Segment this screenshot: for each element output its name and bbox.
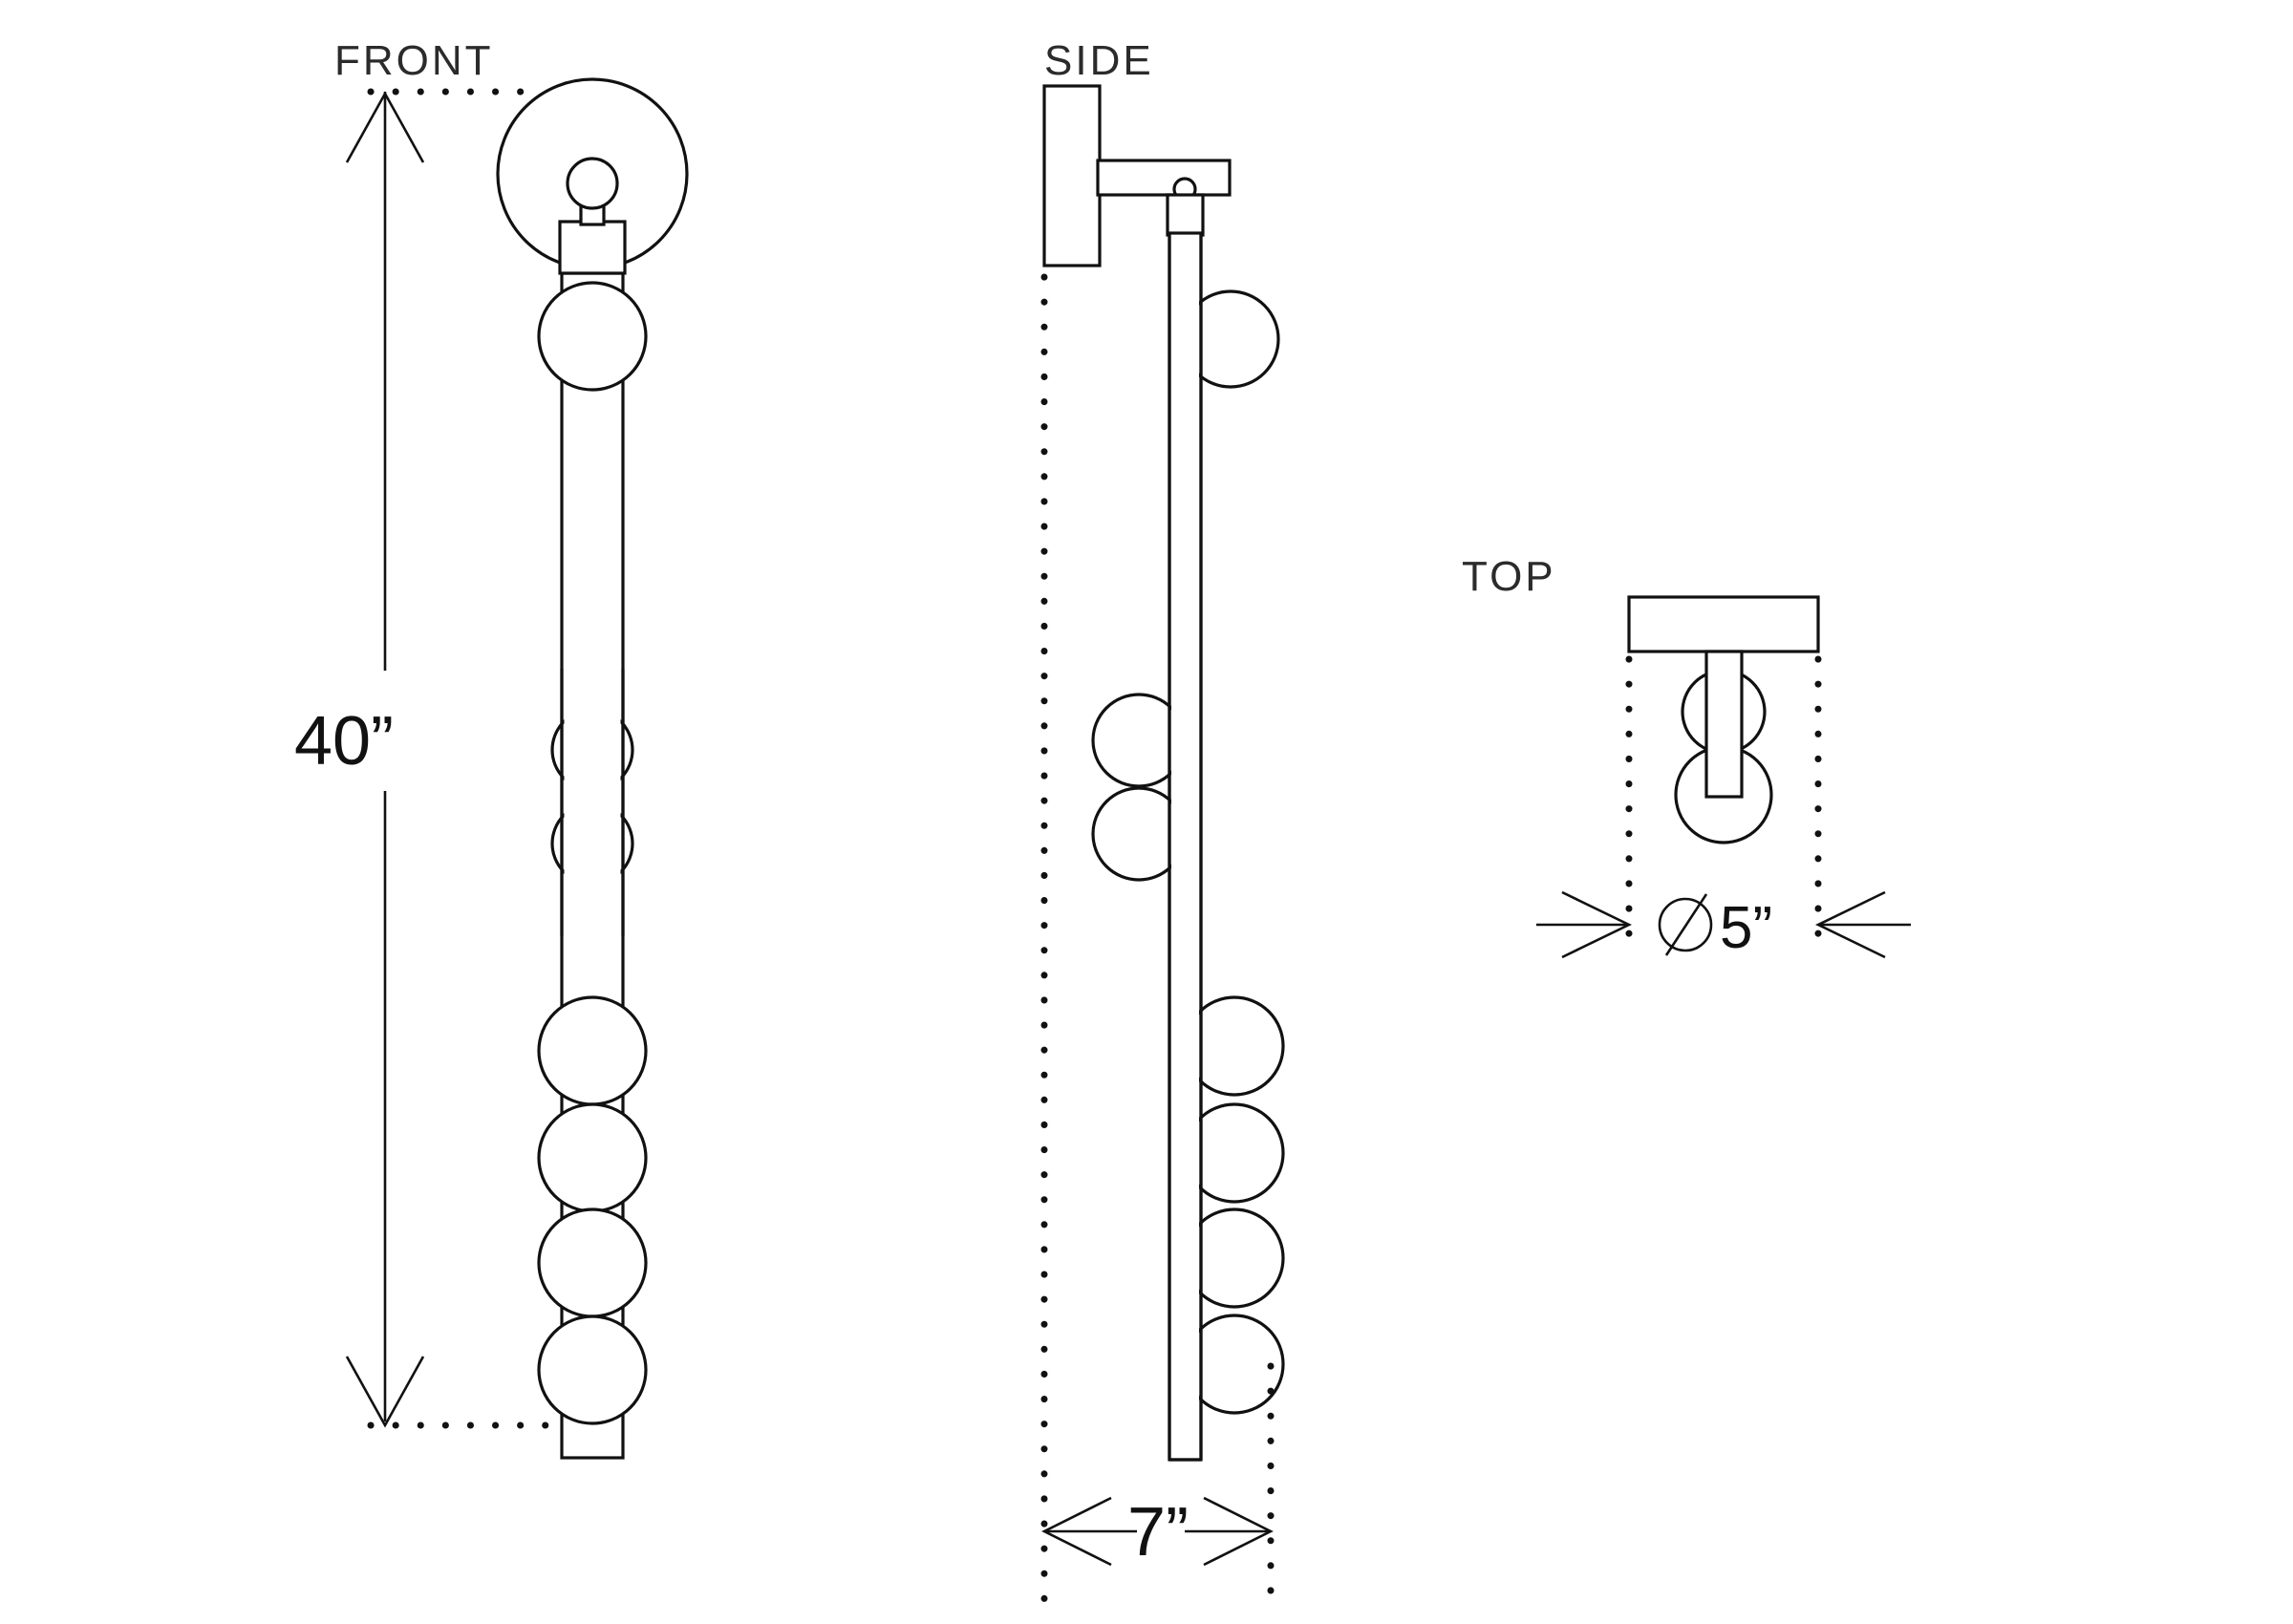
side-collar [1166, 193, 1205, 237]
top-arm [1704, 650, 1744, 799]
front-collar [558, 220, 627, 275]
top-dimension-value: 5” [1720, 895, 1772, 961]
top-wall-plate [1627, 595, 1820, 653]
side-dimension-value: 7” [1127, 1494, 1189, 1571]
front-sphere-top [537, 281, 648, 392]
front-sphere-lower-2 [537, 1102, 648, 1213]
side-arm [1096, 159, 1232, 197]
side-dimension-arrow-right [1203, 1496, 1274, 1567]
diameter-icon [1658, 893, 1713, 956]
side-wall-plate [1042, 84, 1102, 267]
front-view-label: FRONT [334, 37, 494, 84]
side-dimension-arrow-left [1041, 1496, 1112, 1567]
top-dimension-arrow-left [1561, 890, 1632, 959]
side-view-group: SIDE 7” [1040, 37, 1285, 1609]
top-view-label: TOP [1462, 553, 1556, 600]
front-sphere-lower-4 [537, 1314, 648, 1425]
top-view-group: TOP 5” [1462, 553, 1911, 961]
front-dimension-arrow-bottom [345, 1356, 425, 1428]
front-sphere-lower-1 [537, 995, 648, 1106]
front-dimension-arrow-top [345, 91, 425, 163]
front-rod-mask-mid [564, 669, 621, 936]
side-rod-mask [1171, 239, 1199, 1458]
front-dimension-value: 40” [294, 703, 394, 780]
top-dimension-arrow-right [1815, 890, 1886, 959]
front-view-group: FRONT 40” [294, 37, 689, 1460]
side-view-label: SIDE [1044, 37, 1154, 84]
front-sphere-lower-3 [537, 1207, 648, 1318]
front-finial-ball [566, 157, 619, 210]
